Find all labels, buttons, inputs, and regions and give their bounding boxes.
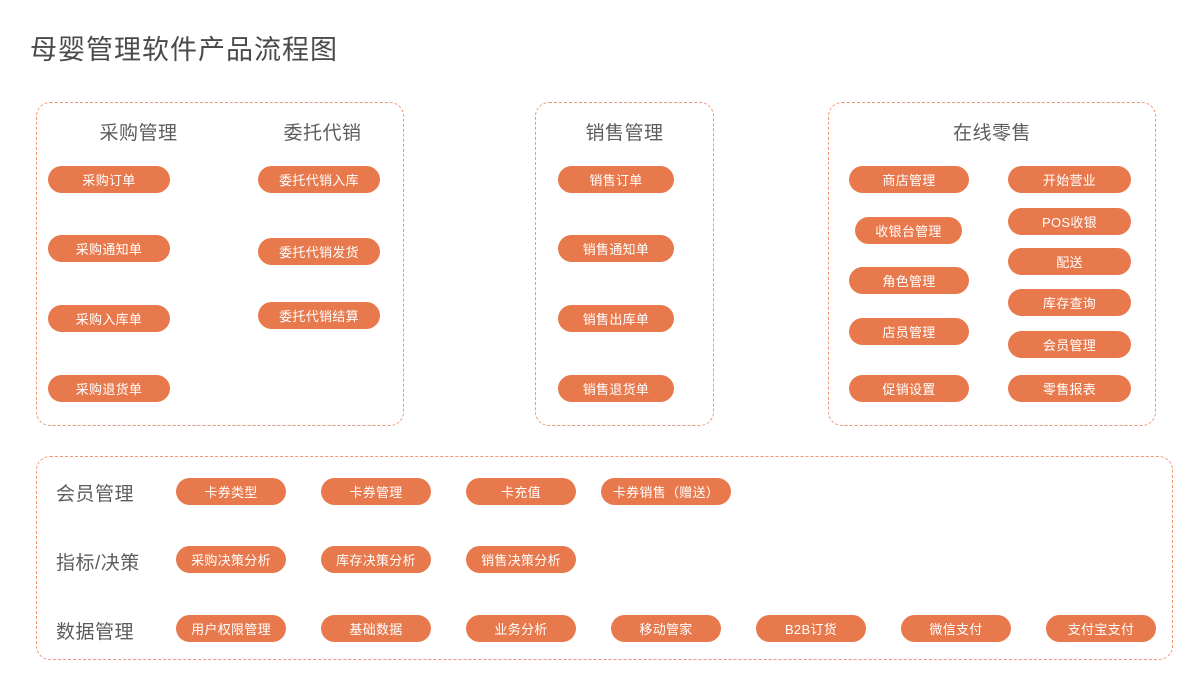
page-title: 母婴管理软件产品流程图 [30, 35, 338, 65]
pill-purchase-return[interactable]: 采购退货单 [48, 375, 170, 402]
row-label-data-management: 数据管理 [56, 622, 135, 643]
pill-basic-data[interactable]: 基础数据 [321, 615, 431, 642]
pill-consignment-inbound[interactable]: 委托代销入库 [258, 166, 380, 193]
pill-wechat-pay[interactable]: 微信支付 [901, 615, 1011, 642]
pill-b2b-ordering[interactable]: B2B订货 [756, 615, 866, 642]
panel-procurement [36, 102, 404, 426]
panel-title-sales: 销售管理 [585, 123, 664, 144]
pill-clerk-management[interactable]: 店员管理 [849, 318, 969, 345]
pill-business-analysis[interactable]: 业务分析 [466, 615, 576, 642]
panel-title-consignment: 委托代销 [283, 123, 362, 144]
pill-inventory-decision-analysis[interactable]: 库存决策分析 [321, 546, 431, 573]
panel-sales [535, 102, 714, 426]
pill-sales-return[interactable]: 销售退货单 [558, 375, 674, 402]
pill-user-permission-management[interactable]: 用户权限管理 [176, 615, 286, 642]
panel-title-procurement: 采购管理 [99, 123, 178, 144]
pill-purchase-notice[interactable]: 采购通知单 [48, 235, 170, 262]
pill-role-management[interactable]: 角色管理 [849, 267, 969, 294]
pill-purchase-decision-analysis[interactable]: 采购决策分析 [176, 546, 286, 573]
pill-card-management[interactable]: 卡券管理 [321, 478, 431, 505]
pill-purchase-order[interactable]: 采购订单 [48, 166, 170, 193]
pill-card-type[interactable]: 卡券类型 [176, 478, 286, 505]
pill-purchase-inbound[interactable]: 采购入库单 [48, 305, 170, 332]
panel-online-retail [828, 102, 1156, 426]
pill-sales-decision-analysis[interactable]: 销售决策分析 [466, 546, 576, 573]
pill-sales-order[interactable]: 销售订单 [558, 166, 674, 193]
pill-mobile-steward[interactable]: 移动管家 [611, 615, 721, 642]
panel-title-online-retail: 在线零售 [952, 123, 1031, 144]
pill-sales-outbound[interactable]: 销售出库单 [558, 305, 674, 332]
pill-promotion-settings[interactable]: 促销设置 [849, 375, 969, 402]
pill-card-recharge[interactable]: 卡充值 [466, 478, 576, 505]
pill-store-management[interactable]: 商店管理 [849, 166, 969, 193]
pill-start-business[interactable]: 开始营业 [1008, 166, 1131, 193]
pill-card-sales-gift[interactable]: 卡券销售（赠送） [601, 478, 731, 505]
row-label-metrics-decision: 指标/决策 [56, 553, 140, 574]
pill-delivery[interactable]: 配送 [1008, 248, 1131, 275]
pill-consignment-settlement[interactable]: 委托代销结算 [258, 302, 380, 329]
pill-pos-checkout[interactable]: POS收银 [1008, 208, 1131, 235]
pill-alipay-pay[interactable]: 支付宝支付 [1046, 615, 1156, 642]
pill-member-management-retail[interactable]: 会员管理 [1008, 331, 1131, 358]
pill-consignment-shipment[interactable]: 委托代销发货 [258, 238, 380, 265]
pill-retail-report[interactable]: 零售报表 [1008, 375, 1131, 402]
pill-cashier-desk-management[interactable]: 收银台管理 [855, 217, 962, 244]
pill-inventory-query[interactable]: 库存查询 [1008, 289, 1131, 316]
panel-platform-services [36, 456, 1173, 660]
pill-sales-notice[interactable]: 销售通知单 [558, 235, 674, 262]
row-label-member-management: 会员管理 [56, 484, 135, 505]
